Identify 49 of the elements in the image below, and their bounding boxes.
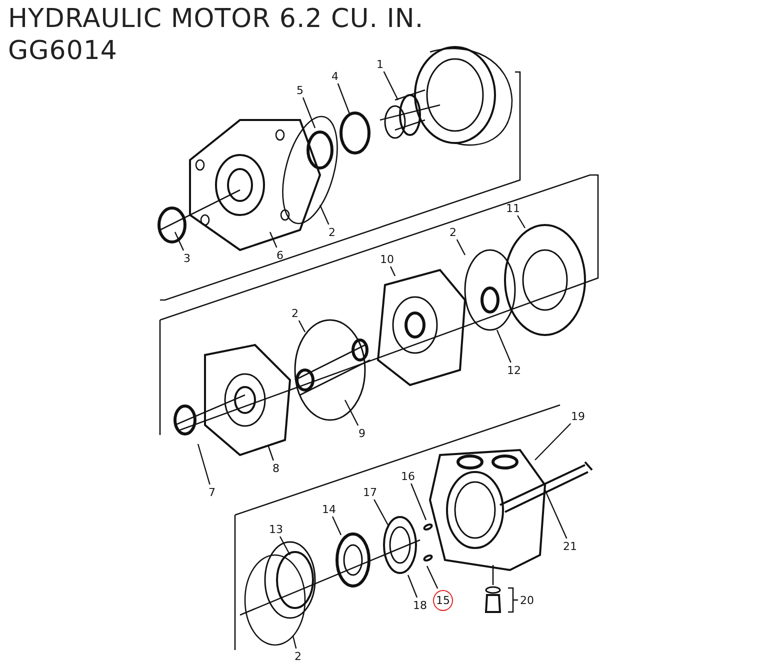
- leader-line: [269, 232, 278, 248]
- leader-line: [374, 499, 389, 526]
- leader-line: [426, 566, 438, 589]
- leader-line: [544, 490, 568, 539]
- leader-line: [390, 266, 396, 276]
- callout-number: 14: [322, 502, 336, 516]
- callout-number: 9: [358, 426, 366, 440]
- callout-number: 3: [184, 252, 190, 264]
- leader-line: [298, 320, 306, 332]
- callout-number: 11: [506, 202, 520, 214]
- callout-number: 18: [413, 598, 427, 612]
- leader-line: [496, 330, 512, 363]
- callout-number: 10: [380, 252, 394, 266]
- callout-number: 1: [376, 58, 384, 70]
- diagram-title: HYDRAULIC MOTOR 6.2 CU. IN.: [8, 4, 424, 34]
- leader-line: [332, 516, 342, 536]
- leader-line: [516, 215, 526, 228]
- callout-number: 13: [269, 522, 283, 536]
- callout-number: 12: [507, 364, 521, 376]
- leader-line: [292, 636, 297, 649]
- callout-number: 2: [450, 226, 456, 238]
- part-number: GG6014: [8, 36, 118, 66]
- callout-number: 5: [296, 84, 304, 96]
- leader-line: [456, 239, 466, 256]
- callout-number: 17: [363, 486, 377, 498]
- leader-line: [407, 574, 418, 598]
- callout-number: 2: [294, 650, 302, 662]
- leader-line: [279, 536, 291, 556]
- callout-number: 16: [401, 470, 415, 482]
- leader-line: [344, 400, 359, 426]
- callout-number: 7: [208, 486, 216, 498]
- callout-number: 20: [520, 594, 534, 607]
- callout-number: 6: [276, 248, 284, 262]
- leader-line: [319, 204, 330, 225]
- callout-number: 19: [571, 410, 585, 422]
- leader-line: [302, 97, 316, 128]
- leader-line: [383, 71, 399, 100]
- callout-number: 8: [272, 462, 280, 474]
- leader-line: [410, 483, 427, 520]
- callout-number: 21: [563, 540, 577, 552]
- leader-line: [267, 444, 274, 461]
- leader-line: [197, 444, 210, 485]
- leader-line: [534, 423, 572, 460]
- callout-number: 2: [328, 226, 336, 238]
- leader-line: [174, 232, 184, 251]
- callout-number: 15: [433, 590, 453, 610]
- callout-number: 4: [332, 70, 338, 82]
- callout-number: 2: [292, 306, 298, 320]
- leader-line: [337, 83, 351, 116]
